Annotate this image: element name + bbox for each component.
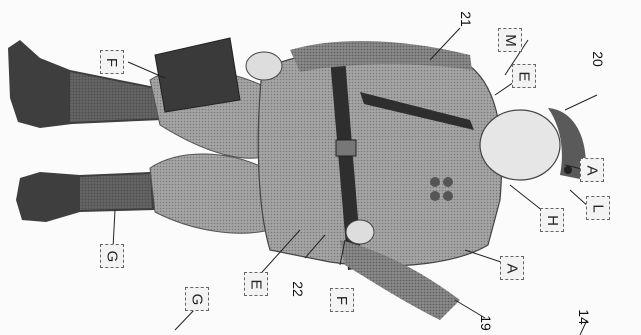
callout-A-top: A	[580, 158, 604, 182]
callout-M: M	[498, 28, 522, 52]
callout-F-top: F	[100, 50, 124, 74]
callout-E-top: E	[512, 64, 536, 88]
callout-number-22: 22	[291, 281, 305, 297]
callout-L: L	[586, 196, 610, 220]
callout-number-19: 19	[479, 315, 493, 331]
tunic	[258, 52, 501, 270]
callout-number-20: 20	[591, 51, 605, 67]
callout-E-bottom: E	[244, 272, 268, 296]
callout-G-left: G	[100, 244, 124, 268]
callout-number-21: 21	[459, 11, 473, 27]
callout-G-bottom: G	[185, 287, 209, 311]
head	[480, 108, 586, 180]
callout-number-14: 14	[577, 309, 591, 325]
map-case	[155, 38, 240, 112]
callout-A-bottom: A	[500, 256, 524, 280]
boots	[8, 40, 162, 222]
callout-F-bottom: F	[330, 288, 354, 312]
callout-H: H	[540, 208, 564, 232]
